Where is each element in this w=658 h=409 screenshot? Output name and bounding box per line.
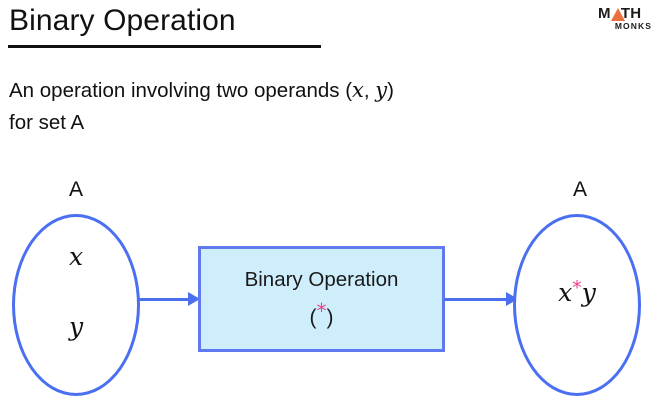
- description-line1-suffix: ): [387, 79, 394, 102]
- logo-math-wordmark: MATH: [598, 6, 652, 21]
- set-ellipse-right: [513, 214, 641, 396]
- result-right-operand: y: [581, 278, 596, 307]
- result-star-icon: *: [572, 277, 582, 299]
- operation-paren-open: (: [309, 305, 317, 329]
- binary-operation-diagram: A x y Binary Operation (*) A x*y: [0, 160, 658, 409]
- triangle-icon: [610, 8, 625, 21]
- operation-box: Binary Operation (*): [198, 246, 445, 352]
- set-element-result: x*y: [527, 277, 627, 307]
- description-variable-y: y: [375, 78, 388, 102]
- page-title: Binary Operation: [9, 4, 236, 37]
- set-label-right: A: [572, 178, 587, 201]
- arrow-head-icon: [188, 292, 200, 306]
- set-element-y: y: [68, 312, 84, 341]
- arrow-operation-to-output: [444, 292, 518, 306]
- title-underline: [8, 45, 321, 48]
- operation-paren-close: ): [326, 305, 334, 329]
- description-line1-prefix: An operation involving two operands (: [9, 79, 353, 102]
- operation-box-title: Binary Operation: [244, 267, 399, 291]
- logo-monks-wordmark: MONKS: [614, 21, 652, 31]
- arrow-shaft: [138, 297, 190, 301]
- description-text: An operation involving two operands (x, …: [9, 74, 569, 139]
- description-comma: ,: [363, 79, 376, 102]
- logo-letters-th: TH: [620, 5, 642, 22]
- set-label-left: A: [68, 178, 83, 201]
- result-left-operand: x: [558, 278, 573, 307]
- math-monks-logo: MATH MONKS: [598, 6, 652, 36]
- arrow-shaft: [444, 297, 508, 301]
- operation-box-symbol: (*): [310, 296, 334, 333]
- description-line2: for set A: [9, 111, 85, 134]
- set-element-x: x: [68, 242, 84, 271]
- description-variable-x: x: [352, 78, 364, 102]
- operation-star-icon: *: [316, 298, 327, 323]
- arrow-input-to-operation: [138, 292, 200, 306]
- set-ellipse-left: [12, 214, 140, 396]
- logo-letter-m: M: [598, 5, 611, 22]
